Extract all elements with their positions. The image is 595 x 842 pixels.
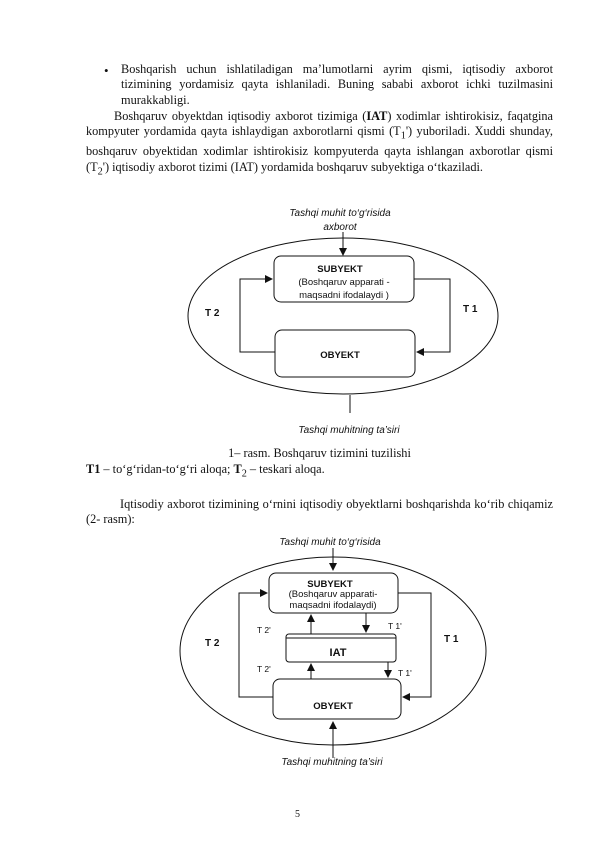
- fig1-t2-label: T 2: [205, 308, 220, 319]
- fig1-subyekt-line1: (Boshqaruv apparati -: [298, 277, 389, 288]
- fig2-iat-label: IAT: [330, 647, 347, 659]
- figure-1-legend: T1 – to‘g‘ridan-to‘g‘ri aloqa; T2 – tesk…: [86, 462, 325, 480]
- fig1-bottom-label: Tashqi muhitning ta’siri: [298, 425, 400, 436]
- fig2-obyekt-box: [272, 678, 402, 720]
- fig2-t2p-top: T 2': [257, 625, 271, 635]
- fig2-subyekt-line2: maqsadni ifodalaydi): [289, 600, 376, 611]
- fig2-subyekt-line1: (Boshqaruv apparati-: [289, 589, 378, 600]
- fig1-top-label: Tashqi muhit to‘g‘risida: [289, 208, 391, 219]
- fig2-t2-label: T 2: [205, 638, 220, 649]
- fig2-t1-label: T 1: [444, 634, 459, 645]
- bullet-marker: •: [104, 63, 109, 78]
- fig2-subyekt-title: SUBYEKT: [307, 579, 353, 590]
- fig1-subyekt-line2: maqsadni ifodalaydi ): [299, 290, 389, 301]
- fig1-obyekt-box: [274, 329, 416, 378]
- fig2-t2p-bottom: T 2': [257, 664, 271, 674]
- bullet-paragraph: Boshqarish uchun ishlatiladigan ma’lumot…: [121, 62, 553, 107]
- fig2-t1p-top: T 1': [388, 621, 402, 631]
- paragraph-iat-description: Boshqaruv obyektdan iqtisodiy axborot ti…: [86, 109, 554, 178]
- fig1-top-label-2: axborot: [323, 222, 358, 233]
- fig2-iat-box: [285, 633, 397, 663]
- figure-1-caption: 1– rasm. Boshqaruv tizimini tuzilishi: [228, 446, 411, 460]
- fig2-bottom-label: Tashqi muhitning ta’siri: [281, 757, 383, 768]
- paragraph-iat-role: Iqtisodiy axborot tizimining o‘rnini iqt…: [86, 497, 553, 527]
- fig1-environment-ellipse: [187, 237, 499, 395]
- fig2-obyekt-label: OBYEKT: [313, 701, 353, 712]
- fig1-t1-label: T 1: [463, 304, 478, 315]
- fig2-top-label: Tashqi muhit to‘g‘risida: [279, 537, 381, 548]
- fig1-subyekt-title: SUBYEKT: [317, 264, 363, 275]
- page-number: 5: [295, 809, 300, 820]
- fig1-obyekt-label: OBYEKT: [320, 350, 360, 361]
- fig2-t1p-bottom: T 1': [398, 668, 412, 678]
- iat-abbrev: IAT: [366, 109, 388, 123]
